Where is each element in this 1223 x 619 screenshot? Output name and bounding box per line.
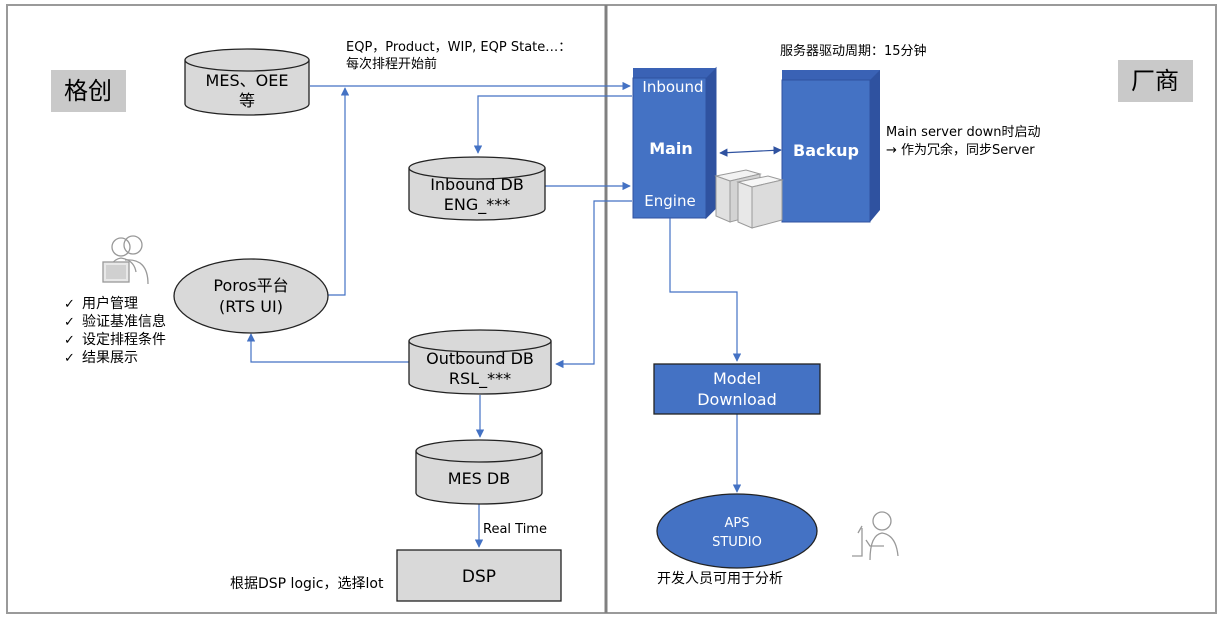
check-icon: ✓ xyxy=(64,315,75,330)
dsp-label: DSP xyxy=(462,567,496,587)
left-region-label: 格创 xyxy=(51,70,126,112)
aps-line1: APS xyxy=(725,516,750,531)
aps-note: 开发人员可用于分析 xyxy=(657,571,783,587)
dsp-note: 根据DSP logic，选择lot xyxy=(230,576,384,592)
arrow-inbound-to-inbounddb xyxy=(473,95,632,154)
db-mes-label: MES DB xyxy=(448,469,510,488)
db-mes: MES DB xyxy=(415,439,543,505)
feature-item: 用户管理 xyxy=(82,295,138,312)
model-download-line2: Download xyxy=(697,390,777,409)
check-icon: ✓ xyxy=(64,351,75,366)
cycle-note: 服务器驱动周期：15分钟 xyxy=(780,43,927,59)
backup-note-line2: → 作为冗余，同步Server xyxy=(886,142,1035,158)
main-inbound-label: Inbound xyxy=(642,78,703,96)
db-inbound-line2: ENG_*** xyxy=(444,195,510,215)
arrow-outbounddb-to-poros xyxy=(246,333,410,363)
db-mes-oee-line2: 等 xyxy=(239,91,255,110)
model-download-box: Model Download xyxy=(653,363,821,415)
backup-server: Backup xyxy=(781,70,880,223)
developer-icon xyxy=(852,511,899,561)
model-download-line1: Model xyxy=(713,369,761,388)
right-region-label: 厂商 xyxy=(1118,60,1193,102)
db-inbound: Inbound DB ENG_*** xyxy=(408,156,546,221)
realtime-label: Real Time xyxy=(483,522,547,537)
poros-line1: Poros平台 xyxy=(213,276,288,295)
feature-item: 结果展示 xyxy=(82,350,138,366)
server-icon xyxy=(714,169,784,229)
main-engine-label: Engine xyxy=(644,192,695,210)
db-outbound: Outbound DB RSL_*** xyxy=(408,329,552,395)
db-outbound-line1: Outbound DB xyxy=(426,349,534,368)
arrow-poros-to-top xyxy=(325,87,350,296)
feature-item: 验证基准信息 xyxy=(82,313,166,330)
backup-label: Backup xyxy=(793,141,859,160)
aps-line2: STUDIO xyxy=(712,535,762,550)
poros-line2: (RTS UI) xyxy=(219,297,283,316)
eqp-note-line2: 每次排程开始前 xyxy=(346,56,437,72)
backup-note-line1: Main server down时启动 xyxy=(886,125,1041,140)
poros-platform: Poros平台 (RTS UI) xyxy=(173,258,329,334)
db-mes-oee: MES、OEE 等 xyxy=(184,48,310,116)
users-icon xyxy=(102,235,149,285)
main-label: Main xyxy=(649,139,693,158)
check-icon: ✓ xyxy=(64,297,75,312)
arrow-engine-to-outbounddb xyxy=(555,200,632,369)
feature-item: 设定排程条件 xyxy=(82,331,166,348)
arrow-main-to-model xyxy=(669,218,742,362)
main-server: Inbound Main Engine xyxy=(632,66,717,220)
aps-studio: APS STUDIO xyxy=(656,493,818,569)
connectors xyxy=(246,81,782,548)
db-mes-oee-line1: MES、OEE xyxy=(206,71,289,90)
check-icon: ✓ xyxy=(64,333,75,348)
right-region-label-text: 厂商 xyxy=(1131,67,1179,95)
eqp-note-line1: EQP，Product，WIP, EQP State…： xyxy=(346,40,571,55)
db-inbound-line1: Inbound DB xyxy=(430,175,524,194)
left-region-label-text: 格创 xyxy=(64,77,112,105)
dsp-box: DSP xyxy=(396,549,562,602)
feature-list: ✓ 用户管理 ✓ 验证基准信息 ✓ 设定排程条件 ✓ 结果展示 xyxy=(64,295,166,366)
db-outbound-line2: RSL_*** xyxy=(449,369,511,389)
arrow-main-backup-sync xyxy=(719,146,782,157)
